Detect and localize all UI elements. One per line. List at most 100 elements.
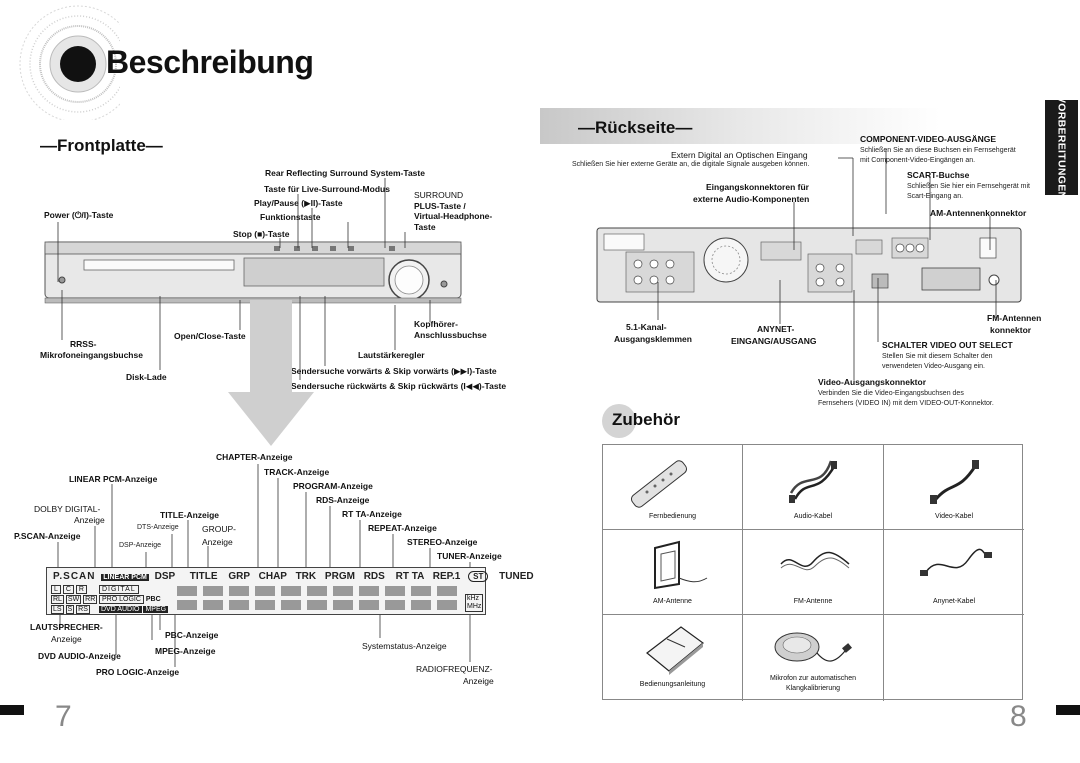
accessory-label: AM-Antenne [653,598,692,605]
label-anynet1: ANYNET- [757,324,795,334]
label-plus-taste: PLUS-Taste / [414,201,466,211]
accessory-label: Audio-Kabel [793,513,833,520]
accessory-cell: Bedienungsanleitung [603,615,743,701]
label-stereo: STEREO-Anzeige [407,537,478,547]
accessory-label: Klangkalibrierung [785,685,841,692]
audio-cable-icon [789,460,837,503]
section-tab: VORBEREITUNGEN [1045,96,1078,199]
label-component-desc1: Schließen Sie an diese Buchsen ein Ferns… [860,147,1016,154]
panel-segment-digits [177,586,457,610]
accessory-label: Mikrofon zur automatischen [770,675,856,682]
panel-title: TITLE [189,571,218,582]
label-surround: SURROUND [414,190,464,200]
label-scart-desc1: Schließen Sie hier ein Fernsehgerät mit [907,183,1030,190]
panel-linear-pcm: LINEAR PCM [101,574,149,581]
rear-panel-device [596,227,1022,303]
label-radiofrequenz: RADIOFREQUENZ- [416,664,493,674]
page-number-left: 7 [55,700,72,733]
panel-grp: GRP [228,571,250,582]
ruckseite-heading: —Rückseite— [578,118,693,137]
label-anschlussbuchse: Anschlussbuchse [414,330,487,340]
label-chapter: CHAPTER-Anzeige [216,452,293,462]
panel-trk: TRK [295,571,317,582]
page-title: Beschreibung [106,44,314,80]
page-number-right: 8 [1010,700,1027,733]
panel-dvd-audio: DVD AUDIO [99,606,142,613]
label-am-antenne: AM-Antennenkonnektor [930,208,1027,218]
accessory-cell: Mikrofon zur automatischen Klangkalibrie… [743,615,884,701]
label-linear-pcm: LINEAR PCM-Anzeige [69,474,158,484]
label-rear-reflecting: Rear Reflecting Surround System-Taste [265,168,425,178]
panel-prgm: PRGM [324,571,355,582]
remote-control-icon [630,460,688,508]
display-panel: P.SCAN LINEAR PCM DSP TITLE GRP CHAP TRK… [46,567,534,615]
panel-pbc: PBC [145,596,161,603]
label-rrss: RRSS- [70,339,97,349]
accessory-label: Bedienungsanleitung [639,681,706,688]
accessory-label: Video-Kabel [934,513,973,520]
label-power: Power (⏻/I)-Taste [44,210,114,220]
label-funktionstaste: Funktionstaste [260,212,321,222]
label-video-ausgang: Video-Ausgangskonnektor [818,377,926,387]
panel-spk-rs: RS [76,605,90,614]
panel-spk-r: R [75,585,87,594]
label-dvd-audio: DVD AUDIO-Anzeige [38,651,121,661]
panel-rds: RDS [363,571,385,582]
label-live-surround: Taste für Live-Surround-Modus [264,184,390,194]
label-systemstatus: Systemstatus-Anzeige [362,641,447,651]
accessory-cell: Audio-Kabel [743,445,884,530]
label-open-close: Open/Close-Taste [174,331,246,341]
label-dolby-anzeige: Anzeige [74,515,105,525]
display-leader-lines [57,464,471,667]
label-anynet2: EINGANG/AUSGANG [731,336,817,346]
accessory-cell: Fernbedienung [603,445,743,530]
zubehor-heading: Zubehör [612,410,680,429]
accessory-cell: FM-Antenne [743,530,884,615]
label-schalter: SCHALTER VIDEO OUT SELECT [882,340,1013,350]
panel-rep1: REP.1 [432,571,461,582]
label-dsp: DSP-Anzeige [119,542,162,549]
label-rtta: RT TA-Anzeige [342,509,402,519]
accessory-label: Anynet-Kabel [932,598,976,605]
label-stop: Stop (■)-Taste [233,229,290,239]
label-eingang2: externe Audio-Komponenten [693,194,810,204]
panel-spk-rr: RR [83,595,98,604]
accessory-cell: AM-Antenne [603,530,743,615]
label-virtual-headphone: Virtual-Headphone- [414,211,493,221]
label-group: GROUP- [202,524,236,534]
label-extern-digital: Extern Digital an Optischen Eingang [671,150,808,160]
header-disc-graphic [19,5,120,120]
label-tuner: TUNER-Anzeige [437,551,502,561]
label-rds: RDS-Anzeige [316,495,370,505]
label-mpeg: MPEG-Anzeige [155,646,216,656]
panel-spk-sw: SW [65,595,82,604]
label-program: PROGRAM-Anzeige [293,481,373,491]
accessory-label: Fernbedienung [648,513,697,520]
label-video-desc2: Fernsehers (VIDEO IN) mit dem VIDEO-OUT-… [818,400,994,407]
label-video-desc1: Verbinden Sie die Video-Eingangsbuchsen … [818,390,964,397]
panel-spk-s: S [65,605,75,614]
label-repeat: REPEAT-Anzeige [368,523,437,533]
label-dolby-digital: DOLBY DIGITAL- [34,504,101,514]
label-group-anzeige: Anzeige [202,537,233,547]
panel-tuned: TUNED [499,571,534,582]
label-scart-desc2: Scart-Eingang an. [907,193,964,200]
accessory-cell: Anynet-Kabel [884,530,1024,615]
accessory-grid: Fernbedienung Audio-Kabel Video-Kabel AM… [602,444,1024,701]
footer-bar-left [0,705,24,715]
panel-mpeg: MPEG [143,606,169,613]
panel-khz: kHz [467,595,480,602]
panel-st: ST [468,571,489,582]
label-extern-digital-desc: Schließen Sie hier externe Geräte an, di… [572,161,810,168]
label-title: TITLE-Anzeige [160,510,220,520]
panel-pscan: P.SCAN [53,571,96,582]
anynet-cable-icon [920,548,992,576]
zubehor-circle [602,404,636,438]
label-mikrofon: Mikrofoneingangsbuchse [40,350,143,360]
panel-dsp: DSP [154,571,176,582]
manual-book-icon [646,626,704,675]
panel-digital: DIGITAL [99,585,139,594]
panel-mhz: MHz [467,603,482,610]
label-pscan: P.SCAN-Anzeige [14,531,81,541]
label-component-desc2: mit Component-Video-Eingängen an. [860,157,976,164]
